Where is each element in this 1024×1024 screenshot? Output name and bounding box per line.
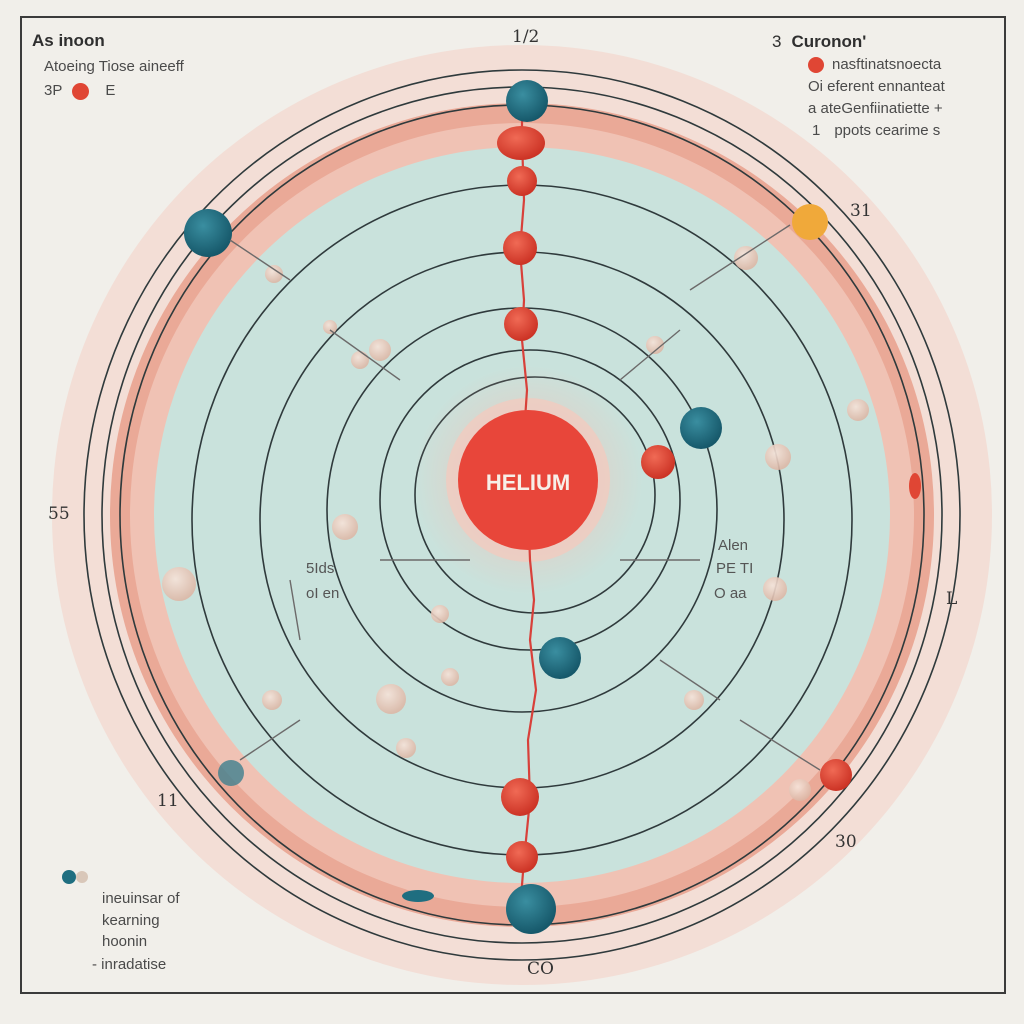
electron-teal-top (506, 80, 548, 122)
legend-right-red-dot (808, 57, 824, 74)
particle (646, 336, 664, 354)
legend-bottom-icons (62, 868, 89, 886)
diagram-frame (20, 16, 1006, 994)
legend-bottom-pale-dot (76, 870, 89, 883)
label-inner-right-3: O aa (714, 585, 747, 602)
legend-right-line1: nasftinatsnoecta (808, 56, 942, 74)
electron-teal-bottom-left (402, 890, 434, 902)
electron-red-2 (507, 166, 537, 196)
electron-red-right (641, 445, 675, 479)
legend-right-line4-text: ppots cearime s (834, 122, 941, 139)
particle (396, 738, 416, 758)
particle (765, 444, 791, 470)
legend-left-title: As inoon (32, 31, 105, 51)
legend-right-line2: Oi eferent ennanteat (808, 78, 945, 95)
label-bottom-number: CO (527, 959, 554, 979)
legend-bottom-line4: - inradatise (92, 956, 167, 973)
legend-right-title-text: Curonon' (791, 32, 867, 51)
particle (763, 577, 787, 601)
particle (369, 339, 391, 361)
label-right-upper-number: 31 (850, 201, 872, 221)
particle (431, 605, 449, 623)
particle (441, 668, 459, 686)
legend-right-line4: 1 ppots cearime s (812, 122, 940, 139)
label-left-lower-number: 11 (157, 791, 179, 811)
pale-particles (162, 246, 869, 801)
electron-red-6 (506, 841, 538, 873)
label-left-number: 55 (48, 504, 70, 524)
electron-red-edge (909, 473, 921, 499)
legend-bottom-line2: kearning (102, 912, 160, 929)
electron-teal-right (680, 407, 722, 449)
legend-right-line4-prefix: 1 (812, 122, 821, 139)
electron-red-3 (503, 231, 537, 265)
electron-red-4 (504, 307, 538, 341)
legend-left-line1: Atoeing Tiose aineeff (44, 58, 184, 75)
electron-teal-left (184, 209, 232, 257)
particle (789, 779, 811, 801)
particle (351, 351, 369, 369)
legend-left-red-dot (72, 82, 90, 100)
legend-right-prefix: 3 (772, 32, 782, 51)
label-right-edge-mark: L (946, 589, 958, 609)
nucleus-label: HELIUM (486, 470, 570, 495)
particle (262, 690, 282, 710)
label-right-lower-number: 30 (835, 832, 857, 852)
orbit-1 (83, 69, 961, 961)
particle (323, 320, 337, 334)
nucleus (458, 410, 598, 550)
electron-gold (792, 204, 828, 240)
spokes (229, 224, 821, 771)
particle (332, 514, 358, 540)
legend-right-line3: a ateGenfiinatiette + (808, 100, 943, 117)
particle (265, 265, 283, 283)
legend-right-title: 3 Curonon' (772, 32, 866, 52)
legend-left-title-text: As inoon (32, 31, 105, 50)
electron-teal-mid (539, 637, 581, 679)
particle (847, 399, 869, 421)
legend-bottom-line3: hoonin (102, 933, 148, 950)
legend-left-line2: 3P E (44, 82, 115, 100)
particle (734, 246, 758, 270)
electron-teal-lower-left (218, 760, 244, 786)
legend-left-line2-prefix: 3P (44, 82, 63, 99)
label-inner-left-1: 5Ids (306, 560, 335, 577)
label-inner-right-2: PE TI (716, 560, 754, 577)
particle (376, 684, 406, 714)
electron-teal-bottom (506, 884, 556, 934)
axis-electrons (497, 80, 581, 934)
electron-red-lower-right (820, 759, 852, 791)
legend-right-line1-text: nasftinatsnoecta (832, 56, 942, 73)
legend-bottom-teal-dot (62, 869, 76, 884)
electron-red-top (497, 126, 545, 160)
legend-bottom-line1: ineuinsar of (102, 890, 180, 907)
label-inner-left-2: oI en (306, 585, 340, 602)
label-inner-right-1: Alen (718, 537, 749, 554)
particle (684, 690, 704, 710)
ring-electrons (184, 204, 921, 902)
legend-left-line2-suffix: E (105, 82, 116, 99)
orbit-7 (379, 349, 681, 651)
particle (162, 567, 196, 601)
label-top-number: 1/2 (512, 27, 540, 47)
electron-red-5 (501, 778, 539, 816)
